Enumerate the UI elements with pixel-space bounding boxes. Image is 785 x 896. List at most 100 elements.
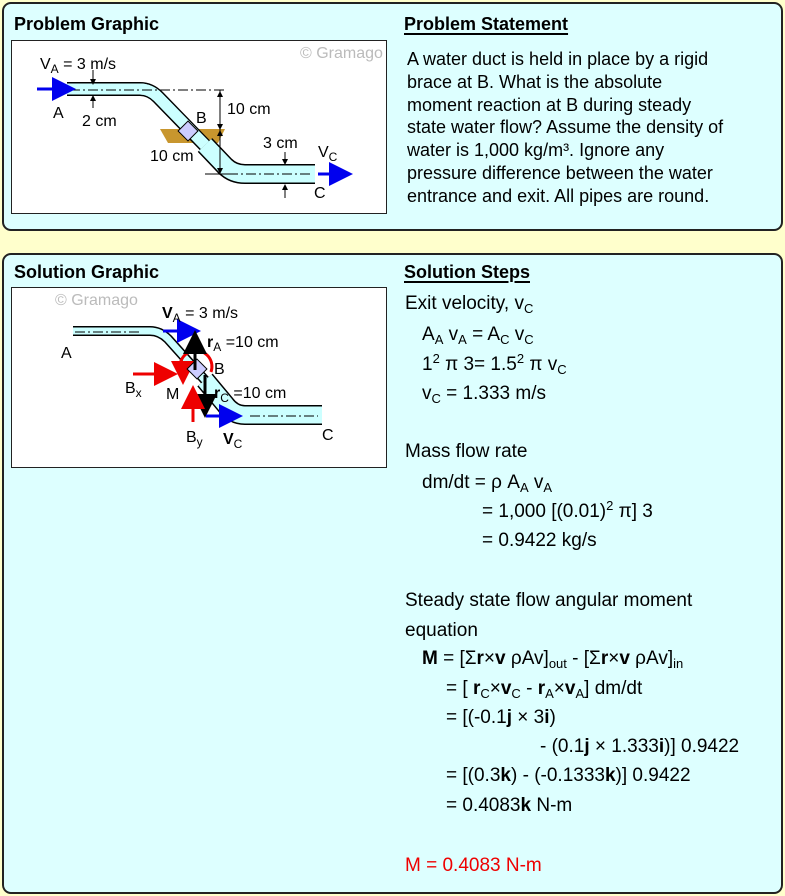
step-text: = [(0.3 xyxy=(446,765,501,786)
solution-step-line: = [(0.3k) - (-0.1333k)] 0.9422 xyxy=(446,765,691,786)
statement-line: state water flow? Assume the density of xyxy=(407,117,724,138)
label-b: B xyxy=(214,361,225,378)
step-text: M = 0.4083 N-m xyxy=(405,855,542,876)
step-text: A xyxy=(545,686,554,701)
step-text: N-m xyxy=(531,795,573,816)
label-c: C xyxy=(314,185,326,202)
watermark: © Gramago xyxy=(300,45,383,62)
step-text: v xyxy=(619,648,630,669)
step-text: C xyxy=(480,686,490,701)
label-b: B xyxy=(196,110,207,127)
step-text: in xyxy=(673,656,684,671)
step-text: A xyxy=(422,324,435,345)
step-text: A xyxy=(543,480,553,495)
statement-line: A water duct is held in place by a rigid xyxy=(407,49,709,69)
solution-graphic-title: Solution Graphic xyxy=(14,262,160,282)
dim-3cm: 3 cm xyxy=(263,135,298,152)
problem-graphic-box xyxy=(11,40,387,214)
dim-10cm-lower: 10 cm xyxy=(150,148,194,165)
step-text: × 3 xyxy=(512,707,545,728)
step-text: r xyxy=(476,648,484,669)
step-text: A xyxy=(434,332,444,347)
step-text: A xyxy=(458,332,467,347)
step-text: Exit velocity, v xyxy=(405,293,524,314)
statement-line: water is 1,000 kg/m³. Ignore any xyxy=(407,140,665,161)
solution-step-line: - (0.1j × 1.333i)] 0.9422 xyxy=(540,736,739,757)
step-text: - (0.1 xyxy=(540,736,585,757)
step-text: r xyxy=(472,678,481,699)
problem-statement: A water duct is held in place by a rigid… xyxy=(407,48,723,208)
step-text: = [(-0.1 xyxy=(446,707,507,728)
step-text: C xyxy=(524,332,534,347)
step-text: dm/dt = ρ A xyxy=(422,472,520,493)
step-text: = 0.9422 kg/s xyxy=(482,530,597,551)
step-text: C xyxy=(500,332,510,347)
step-text: k xyxy=(500,765,511,786)
step-text: )] 0.9422 xyxy=(664,736,740,757)
solution-step-line: = [(-0.1j × 3i) xyxy=(446,707,556,728)
dim-2cm: 2 cm xyxy=(82,113,117,130)
step-text: ] dm/dt xyxy=(584,678,643,699)
solution-step-line: M = [Σr×v ρAv]out - [Σr×v ρAv]in xyxy=(422,648,684,671)
solution-step-line: = 0.4083k N-m xyxy=(446,795,572,816)
step-text: v xyxy=(528,472,544,493)
solution-step-line: dm/dt = ρ AA vA xyxy=(422,472,553,495)
step-text: j xyxy=(506,707,513,728)
solution-step-line: = [ rC×vC - rA×vA] dm/dt xyxy=(446,678,643,701)
step-text: π v xyxy=(524,354,558,375)
step-text: equation xyxy=(405,620,478,641)
step-text: ρAv] xyxy=(505,648,549,669)
step-text: C xyxy=(431,391,441,406)
ra-label: rA =10 cm xyxy=(207,334,279,354)
problem-statement-title: Problem Statement xyxy=(404,14,569,34)
solution-step-line: vC = 1.333 m/s xyxy=(422,383,546,406)
step-text: = 0.4083 xyxy=(446,795,521,816)
step-text: i xyxy=(658,736,665,757)
bx-label: Bx xyxy=(125,380,142,400)
step-text: ) xyxy=(549,707,556,728)
problem-graphic-title: Problem Graphic xyxy=(14,14,160,34)
label-c: C xyxy=(322,427,334,444)
step-text: × xyxy=(553,678,565,699)
step-text: = [ xyxy=(446,678,473,699)
step-text: Mass flow rate xyxy=(405,441,528,462)
step-text: )] 0.9422 xyxy=(615,765,691,786)
vc-label: VC xyxy=(223,431,243,451)
step-text: v xyxy=(443,324,459,345)
step-text: k xyxy=(604,765,616,786)
step-text: C xyxy=(557,362,567,377)
step-text: = 1,000 [(0.01) xyxy=(482,501,607,522)
statement-line: entrance and exit. All pipes are round. xyxy=(407,185,710,206)
step-text: i xyxy=(544,707,550,728)
solution-step-line: = 1,000 [(0.01)2 π] 3 xyxy=(482,499,653,522)
solution-step-line: Exit velocity, vC xyxy=(405,293,533,315)
step-text: π 3= 1.5 xyxy=(439,354,517,375)
step-text: π] 3 xyxy=(613,501,653,522)
solution-step-line: 12 π 3= 1.52 π vC xyxy=(422,351,567,377)
rc-label: rC =10 cm xyxy=(214,385,286,405)
step-text: C xyxy=(511,686,521,701)
label-a: A xyxy=(61,345,72,362)
step-text: v xyxy=(500,678,512,699)
va-label: VA = 3 m/s xyxy=(162,305,238,325)
solution-step-line: Steady state flow angular moment xyxy=(405,590,692,611)
step-text: = 1.333 m/s xyxy=(440,383,546,404)
step-text: 2 xyxy=(432,351,440,366)
step-text: A xyxy=(575,686,585,701)
step-text: × xyxy=(483,648,496,669)
statement-line: brace at B. What is the absolute xyxy=(407,71,663,92)
solution-step-line: AA vA = AC vC xyxy=(422,324,534,347)
step-text: A xyxy=(519,480,529,495)
vc-label: VC xyxy=(318,144,338,164)
label-a: A xyxy=(53,105,64,122)
statement-line: moment reaction at B during steady xyxy=(407,94,692,115)
label-m: M xyxy=(166,386,179,403)
step-text: × 1.333 xyxy=(589,736,659,757)
solution-steps-title: Solution Steps xyxy=(404,262,530,282)
watermark: © Gramago xyxy=(55,292,138,309)
step-text: × xyxy=(608,648,620,669)
step-text: v xyxy=(422,383,432,404)
solution-step-line: Mass flow rate xyxy=(405,441,527,462)
